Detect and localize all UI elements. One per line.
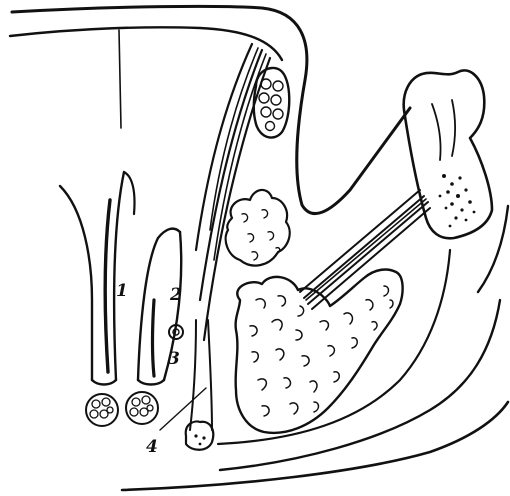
bottom-edge	[122, 402, 508, 490]
inner-top-contour	[10, 27, 282, 60]
label-4: 4	[146, 437, 158, 457]
tooth-icon	[404, 70, 492, 238]
leader-line-top	[119, 30, 121, 128]
gland-icon	[236, 270, 403, 433]
label-2: 2	[169, 285, 182, 305]
nerve-bundle-icon	[300, 190, 430, 309]
bulb-2	[126, 392, 158, 424]
outer-contour	[12, 6, 410, 213]
structure-4	[160, 320, 213, 450]
label-1: 1	[116, 281, 128, 301]
right-edge	[478, 206, 508, 292]
lower-contour	[220, 300, 500, 470]
label-3: 3	[168, 349, 180, 369]
muscle-icon	[196, 44, 270, 340]
bulb-1	[86, 394, 118, 426]
vessel-icon	[254, 68, 290, 138]
small-gland-icon	[226, 190, 290, 266]
structure-1	[60, 172, 135, 385]
